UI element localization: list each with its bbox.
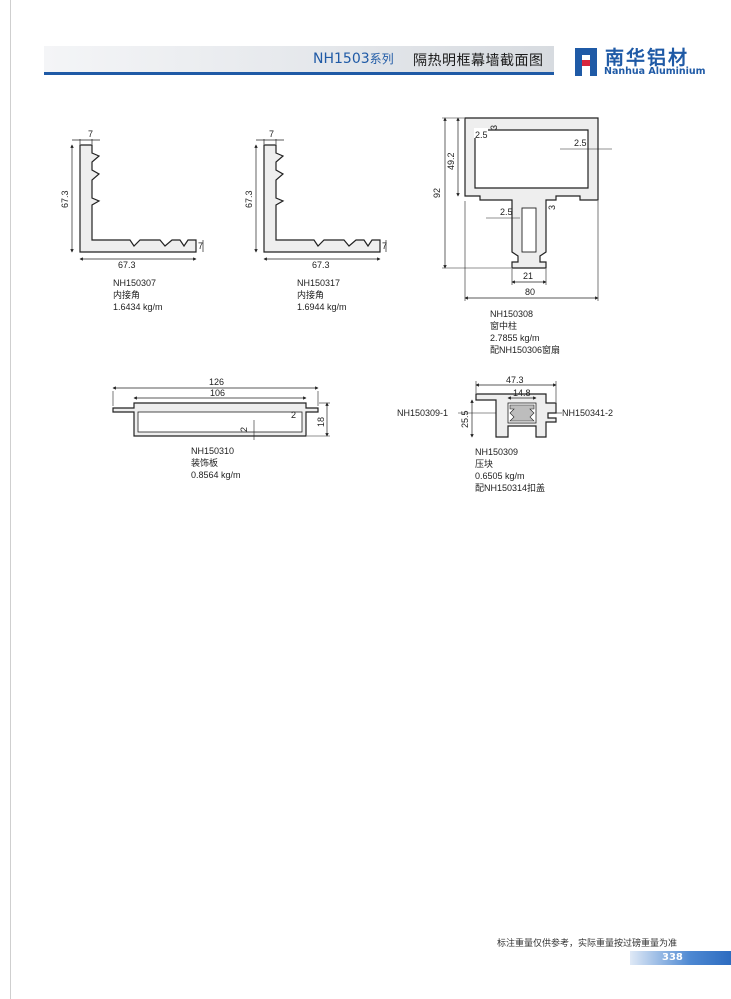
profile-name: 内接角 bbox=[113, 290, 141, 300]
dim-wall-b-3: 3 bbox=[489, 125, 499, 130]
header-underline bbox=[44, 72, 554, 75]
header-band bbox=[44, 46, 554, 72]
series-suffix: 系列 bbox=[369, 52, 394, 66]
dim-wall-c-3: 2.5 bbox=[574, 138, 587, 148]
dim-wall-d-3: 2.5 bbox=[500, 207, 513, 217]
dim-bottom-1: 67.3 bbox=[118, 260, 136, 270]
profile-code: NH150317 bbox=[297, 278, 341, 288]
profile-weight: 1.6944 kg/m bbox=[297, 302, 347, 312]
profile-note: 配NH150314扣盖 bbox=[475, 483, 546, 493]
dim-wall-r-4: 2 bbox=[291, 410, 296, 420]
profile-code: NH150307 bbox=[113, 278, 157, 288]
profile-nh150307-drawing: 7 67.3 67.3 7 bbox=[60, 129, 204, 270]
dim-side-2: 67.3 bbox=[244, 190, 254, 208]
dim-inner-4: 106 bbox=[210, 388, 225, 398]
dim-height-4: 18 bbox=[316, 417, 326, 427]
brand-name-en: Nanhua Aluminium bbox=[604, 66, 706, 77]
caption-nh150317: NH150317 内接角 1.6944 kg/m bbox=[297, 277, 347, 313]
profile-name: 压块 bbox=[475, 459, 494, 469]
dim-height-5: 25.5 bbox=[460, 410, 470, 428]
brand-name-cn: 南华铝材 bbox=[605, 47, 690, 69]
page-number: 338 bbox=[662, 952, 683, 963]
weight-disclaimer: 标注重量仅供参考，实际重量按过磅重量为准 bbox=[497, 939, 678, 949]
dim-top-2: 7 bbox=[269, 129, 274, 139]
profile-weight: 0.6505 kg/m bbox=[475, 471, 525, 481]
mullion-profile bbox=[464, 117, 599, 269]
profile-code: NH150309 bbox=[475, 447, 519, 457]
dim-wall-a-3: 2.5 bbox=[475, 130, 488, 140]
profile-note: 配NH150306窗扇 bbox=[490, 345, 561, 355]
dim-wall-b-4: 2 bbox=[239, 427, 249, 432]
binding-line bbox=[10, 0, 11, 999]
callout-left-5: NH150309-1 bbox=[397, 408, 448, 418]
caption-nh150308: NH150308 窗中柱 2.7855 kg/m 配NH150306窗扇 bbox=[490, 308, 560, 356]
dim-side-1: 67.3 bbox=[60, 190, 70, 208]
dim-right-2: 7 bbox=[382, 241, 387, 251]
profile-code: NH150310 bbox=[191, 446, 235, 456]
callout-right-5: NH150341-2 bbox=[562, 408, 613, 418]
brand-logo-icon bbox=[575, 48, 597, 76]
caption-nh150309: NH150309 压块 0.6505 kg/m 配NH150314扣盖 bbox=[475, 446, 545, 494]
caption-nh150307: NH150307 内接角 1.6434 kg/m bbox=[113, 277, 163, 313]
angle-profile-2 bbox=[263, 144, 381, 253]
dim-wall-e-3: 3 bbox=[547, 205, 557, 210]
profile-nh150317-drawing: 7 67.3 67.3 7 bbox=[244, 129, 387, 270]
dim-head-3: 49.2 bbox=[446, 152, 456, 170]
dim-width-5: 47.3 bbox=[506, 375, 524, 385]
dim-right-1: 7 bbox=[198, 241, 203, 251]
dim-height-3: 92 bbox=[432, 188, 442, 198]
profile-name: 装饰板 bbox=[191, 458, 219, 468]
section-title: 隔热明框幕墙截面图 bbox=[413, 53, 544, 69]
dim-bottom-2: 67.3 bbox=[312, 260, 330, 270]
profile-weight: 0.8564 kg/m bbox=[191, 470, 241, 480]
profile-nh150310-drawing: 126 106 2 2 18 bbox=[112, 377, 330, 440]
angle-profile-1 bbox=[79, 144, 197, 253]
profile-weight: 1.6434 kg/m bbox=[113, 302, 163, 312]
page-number-band bbox=[630, 951, 731, 965]
dim-width-3: 80 bbox=[525, 287, 535, 297]
profile-code: NH150308 bbox=[490, 309, 534, 319]
dim-top-1: 7 bbox=[88, 129, 93, 139]
profile-weight: 2.7855 kg/m bbox=[490, 333, 540, 343]
caption-nh150310: NH150310 装饰板 0.8564 kg/m bbox=[191, 445, 241, 481]
insulation-strip-icon bbox=[509, 404, 535, 422]
profile-nh150309-drawing: 47.3 14.8 25.5 NH150309-1 NH150341-2 bbox=[397, 375, 613, 438]
profile-nh150308-drawing: 92 49.2 2.5 3 2.5 2.5 3 21 80 bbox=[432, 117, 612, 301]
series-title: NH1503系列 bbox=[313, 50, 394, 67]
series-code: NH1503 bbox=[313, 51, 370, 67]
profile-name: 窗中柱 bbox=[490, 321, 518, 331]
dim-stem-3: 21 bbox=[523, 271, 533, 281]
dim-outer-4: 126 bbox=[209, 377, 224, 387]
profile-name: 内接角 bbox=[297, 290, 325, 300]
dim-inner-5: 14.8 bbox=[513, 388, 531, 398]
